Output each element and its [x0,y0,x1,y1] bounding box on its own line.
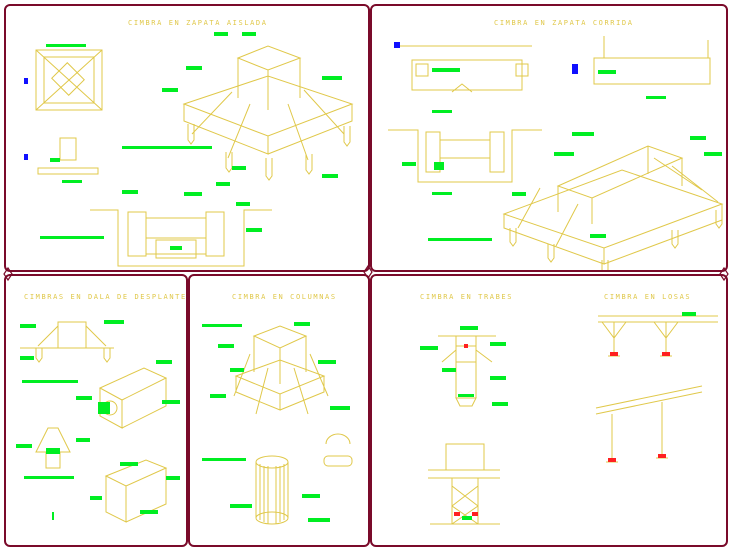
panel-title: CIMBRA EN ZAPATA AISLADA [128,19,268,27]
panel-dala-desplante: CIMBRAS EN DALA DE DESPLANTE [4,274,188,547]
panel-title: CIMBRA EN ZAPATA CORRIDA [494,19,634,27]
dala-drawing [16,320,180,523]
panel-title-trabes: CIMBRA EN TRABES [420,293,514,301]
panel-columnas: CIMBRA EN COLUMNAS [188,274,370,547]
zapata-aislada-drawing [24,32,354,267]
columnas-drawing [202,322,353,525]
panel-title: CIMBRA EN COLUMNAS [232,293,337,301]
panel-title-losas: CIMBRA EN LOSAS [604,293,692,301]
panel-zapata-aislada: CIMBRA EN ZAPATA AISLADA [4,4,370,272]
panel-zapata-corrida: CIMBRA EN ZAPATA CORRIDA [370,4,728,272]
panel-trabes-losas: CIMBRA EN TRABES CIMBRA EN LOSAS [370,274,728,547]
zapata-corrida-drawing [388,36,724,270]
panel-title: CIMBRAS EN DALA DE DESPLANTE [24,293,187,301]
trabes-losas-drawing [420,312,718,525]
